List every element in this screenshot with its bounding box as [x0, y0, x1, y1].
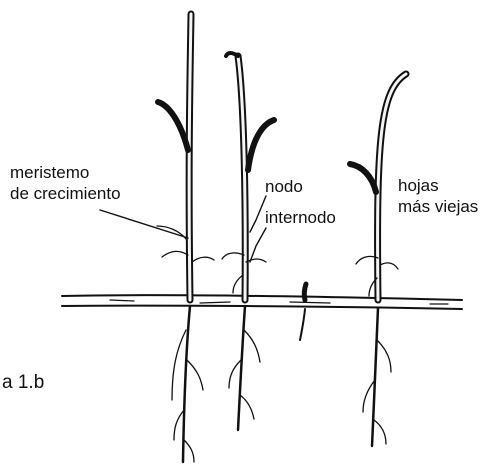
older-leaves-label-line2: más viejas	[398, 197, 478, 217]
internode-leader-line	[250, 228, 266, 262]
internode-label: internodo	[265, 208, 336, 228]
node-leader-line	[250, 196, 266, 232]
root-middle	[229, 306, 260, 430]
meristem-leader-line	[100, 210, 188, 238]
root-left	[172, 306, 203, 462]
root-right	[363, 308, 391, 446]
shoot-left	[157, 14, 214, 300]
older-leaves-label-line1: hojas	[398, 176, 439, 196]
sprout	[300, 284, 306, 340]
stolon	[62, 295, 462, 309]
node-label: nodo	[265, 177, 303, 197]
meristem-label-line2: de crecimiento	[10, 184, 121, 204]
meristem-label-line1: meristemo	[10, 163, 89, 183]
figure-caption: a 1.b	[2, 373, 44, 393]
